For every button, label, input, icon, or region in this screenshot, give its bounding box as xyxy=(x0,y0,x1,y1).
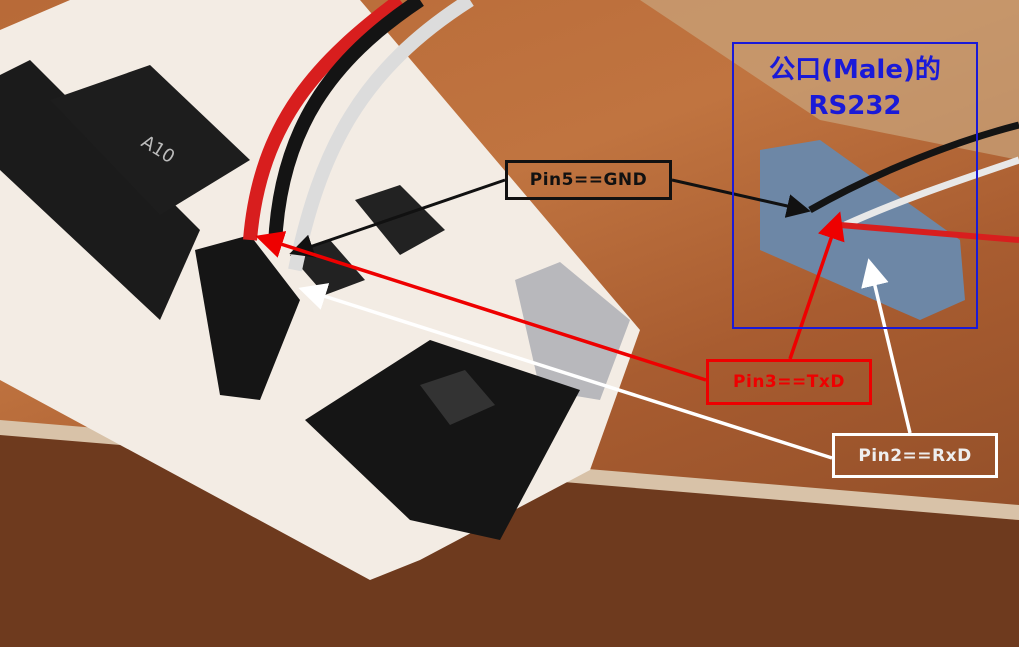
white-wire xyxy=(288,0,474,272)
rxd-arrow-db9 xyxy=(861,258,912,434)
connector-title-line2: RS232 xyxy=(808,91,902,121)
db9-connector xyxy=(760,140,965,320)
pin-header-strip xyxy=(0,60,200,320)
black-wire xyxy=(268,0,424,246)
txd-arrow-board xyxy=(255,231,707,382)
background-wall xyxy=(640,0,1019,160)
pin5-gnd-label: Pin5==GND xyxy=(505,160,672,200)
rxd-arrow-board xyxy=(298,283,833,460)
db9-black-wire xyxy=(808,121,1019,214)
red-wire xyxy=(243,0,405,241)
wifi-module xyxy=(305,340,580,540)
gnd-arrow-board xyxy=(289,178,506,258)
connector-title-line1: 公口(Male)的 xyxy=(769,55,941,85)
wifi-chip xyxy=(420,370,495,425)
gnd-arrow-db9 xyxy=(671,178,811,218)
pin3-txd-label: Pin3==TxD xyxy=(706,359,872,405)
dupont-connector xyxy=(195,235,300,400)
ram-chip xyxy=(355,185,445,255)
db9-white-wire xyxy=(843,156,1019,229)
pin2-rxd-label: Pin2==RxD xyxy=(832,433,998,478)
connector-highlight-box xyxy=(732,42,978,329)
db9-red-wire xyxy=(839,222,1019,243)
a10-chip: A10 xyxy=(50,65,250,215)
connector-title: 公口(Male)的 RS232 xyxy=(732,52,978,124)
txd-arrow-db9 xyxy=(788,211,845,360)
